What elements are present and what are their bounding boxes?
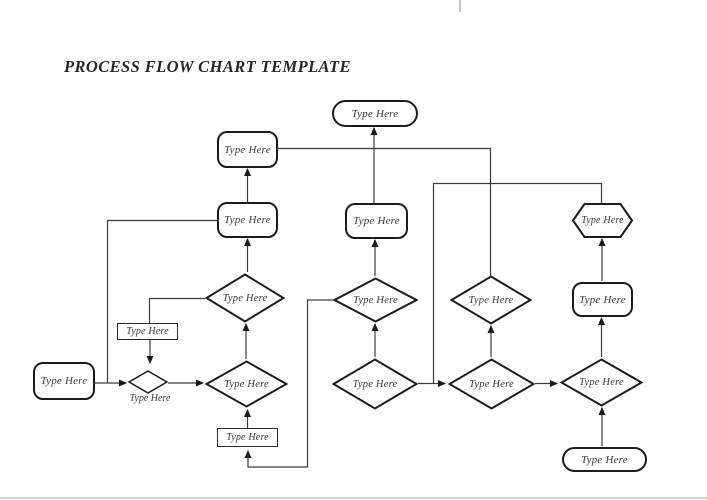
terminator-bottom[interactable]: Type Here <box>562 447 647 472</box>
diamond-shape <box>205 360 288 408</box>
node-label: Type Here <box>40 375 88 387</box>
arrow-loop-to-databox-bottom <box>244 299 333 468</box>
diamond-shape <box>560 358 643 407</box>
diamond-shape <box>333 277 418 323</box>
process-left-start[interactable]: Type Here <box>33 362 95 400</box>
diamond-shape <box>128 370 168 394</box>
diamond-shape <box>450 275 532 325</box>
process-right[interactable]: Type Here <box>572 282 633 317</box>
node-label: Type Here <box>581 215 624 226</box>
diamond-shape <box>205 273 285 323</box>
data-box-bottom[interactable]: Type Here <box>217 428 278 447</box>
node-label: Type Here <box>579 377 624 388</box>
node-label: Type Here <box>351 107 399 120</box>
connector-row3left-to-databox <box>148 297 205 324</box>
decision-row4-left[interactable]: Type Here <box>205 360 288 408</box>
node-label: Type Here <box>353 294 398 306</box>
page-title: PROCESS FLOW CHART TEMPLATE <box>64 57 351 76</box>
node-label: Type Here <box>222 292 268 304</box>
decision-small-caption: Type Here <box>129 393 171 404</box>
connector-topleft-to-row3-right <box>278 147 492 276</box>
node-label: Type Here <box>126 326 169 337</box>
terminator-top[interactable]: Type Here <box>332 100 418 127</box>
node-label: Type Here <box>469 378 514 390</box>
connector-loop-hexagon-top <box>432 182 603 384</box>
hexagon-preparation[interactable]: Type Here <box>572 203 633 238</box>
diamond-shape <box>448 358 535 410</box>
decision-row3-mid[interactable]: Type Here <box>333 277 418 323</box>
decision-row4-fourth[interactable]: Type Here <box>560 358 643 407</box>
data-box-left[interactable]: Type Here <box>117 323 178 340</box>
node-label: Type Here <box>224 143 271 156</box>
decision-small[interactable] <box>128 370 168 394</box>
process-mid-left[interactable]: Type Here <box>217 202 278 238</box>
decision-row3-left[interactable]: Type Here <box>205 273 285 323</box>
node-label: Type Here <box>226 432 269 443</box>
node-label: Type Here <box>579 293 626 306</box>
decision-row3-right[interactable]: Type Here <box>450 275 532 325</box>
node-label: Type Here <box>468 294 514 306</box>
node-label: Type Here <box>224 378 269 390</box>
decision-row4-mid[interactable]: Type Here <box>332 358 418 410</box>
node-label: Type Here <box>352 378 398 390</box>
decision-row4-third[interactable]: Type Here <box>448 358 535 410</box>
diamond-shape <box>332 358 418 410</box>
process-center[interactable]: Type Here <box>345 203 408 239</box>
page-edge-tick <box>459 0 461 12</box>
node-label: Type Here <box>353 215 400 227</box>
page-bottom-edge <box>0 497 707 499</box>
node-label: Type Here <box>224 214 271 226</box>
process-top-left[interactable]: Type Here <box>217 131 278 168</box>
node-label: Type Here <box>581 453 628 466</box>
hexagon-shape <box>572 203 633 238</box>
connector-branch-to-process-mid-left <box>106 219 217 383</box>
